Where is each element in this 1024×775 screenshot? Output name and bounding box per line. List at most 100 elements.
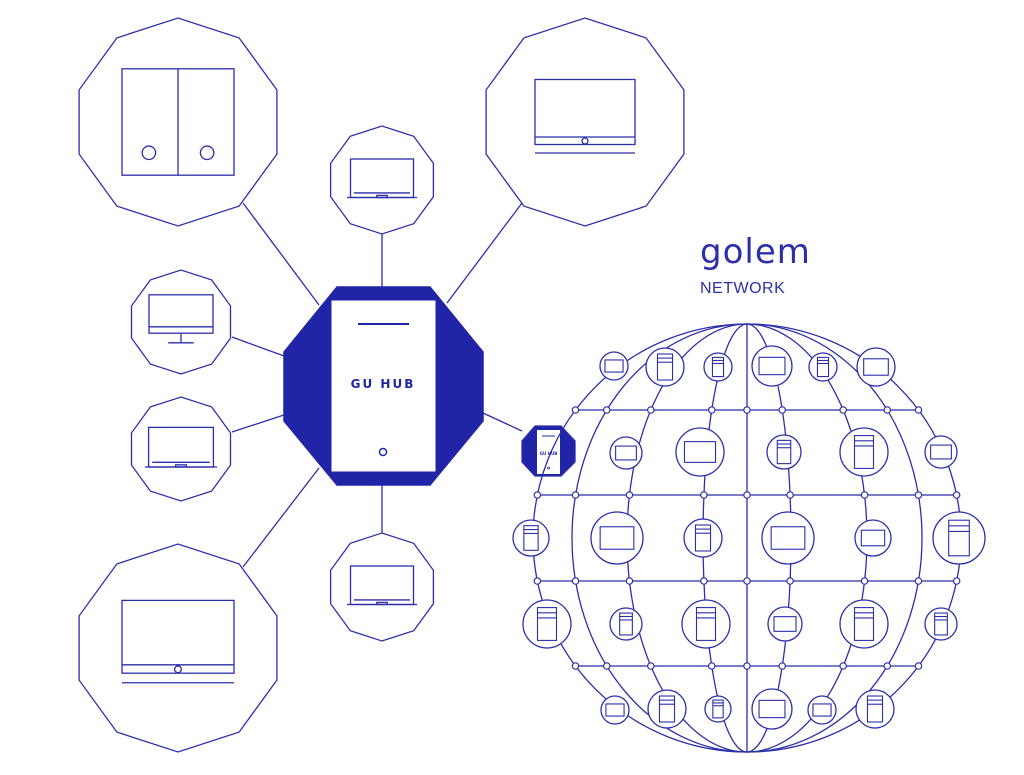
screen-icon: [604, 359, 624, 373]
globe-junction: [700, 577, 708, 585]
monitor-icon: [148, 294, 214, 334]
globe-node-circle: [932, 511, 986, 565]
globe-junction: [571, 662, 580, 670]
globe-node: [590, 511, 644, 565]
screen-icon: [863, 358, 889, 376]
globe-node-circle: [807, 695, 837, 725]
globe-node-circle: [839, 427, 889, 477]
globe-junction: [533, 491, 542, 499]
globe-node: [808, 352, 838, 382]
screen-icon: [605, 703, 625, 717]
device-node: [78, 543, 278, 753]
hub-connection-line: [231, 336, 285, 357]
globe-junction: [571, 406, 580, 414]
mini-hub: GU HUB: [521, 425, 576, 477]
globe-node-circle: [703, 352, 733, 382]
globe-node: [854, 519, 892, 557]
device-decagon: [130, 269, 232, 375]
globe-junction: [625, 577, 634, 585]
connection-lines: [231, 202, 523, 568]
globe-node-circle: [599, 351, 629, 381]
tower-pc-icon: [934, 612, 948, 636]
server-rack-knob: [141, 145, 157, 161]
globe-junction: [860, 577, 869, 585]
tower-pc-icon: [523, 525, 539, 551]
globe-junction: [860, 491, 869, 499]
globe-node-circle: [855, 689, 895, 729]
globe-node: [839, 599, 889, 649]
screen-icon: [683, 441, 717, 463]
globe-node: [647, 689, 687, 729]
globe-junction: [743, 662, 751, 670]
globe-node: [703, 352, 733, 382]
globe-junction: [743, 577, 751, 585]
globe-junction: [700, 491, 708, 499]
hub-tablet: [331, 300, 436, 472]
globe-node-circle: [681, 599, 731, 649]
screen-icon: [773, 616, 797, 632]
globe-node: [609, 607, 643, 641]
laptop-notch: [376, 194, 388, 199]
globe-node: [751, 345, 793, 387]
globe-junction: [778, 406, 787, 414]
device-decagon: [329, 125, 435, 235]
screen-icon: [930, 444, 952, 460]
globe-node: [609, 436, 643, 470]
tower-pc-icon: [948, 519, 970, 557]
laptop-notch: [376, 601, 388, 606]
globe-node: [599, 351, 629, 381]
hub-connection-line: [446, 202, 523, 304]
globe-junction: [743, 491, 751, 499]
hub-connection-line: [242, 467, 320, 568]
laptop-notch: [174, 464, 188, 468]
screen-icon: [615, 445, 637, 461]
globe-junction: [914, 662, 923, 670]
device-node: [329, 532, 435, 642]
mini-hub-tablet: [537, 430, 560, 474]
tower-pc-icon: [619, 612, 633, 636]
globe-node: [839, 427, 889, 477]
globe-junction: [743, 406, 751, 414]
globe-node: [522, 599, 572, 649]
globe-node: [512, 519, 550, 557]
desktop-monitor-logo: [173, 665, 183, 674]
desktop-monitor-logo: [581, 137, 589, 145]
mini-hub-connection-line: [482, 412, 523, 432]
tower-pc-icon: [658, 695, 676, 723]
tower-pc-icon: [866, 695, 884, 723]
tower-pc-icon: [853, 435, 875, 469]
globe-node-circle: [839, 599, 889, 649]
globe-junction: [625, 491, 634, 499]
globe-node-circle: [645, 347, 685, 387]
tower-pc-icon: [816, 356, 830, 378]
globe-node-circle: [856, 347, 896, 387]
globe-node-circle: [522, 599, 572, 649]
globe-node-circle: [924, 607, 958, 641]
peripheral-devices: [78, 17, 685, 753]
golem-network-label: NETWORK: [700, 280, 786, 297]
tower-pc-icon: [711, 356, 725, 378]
globe-node: [807, 695, 837, 725]
globe-node-circle: [600, 695, 630, 725]
globe-node: [924, 607, 958, 641]
globe-node: [761, 511, 815, 565]
screen-icon: [860, 529, 886, 547]
globe-node-circle: [766, 434, 802, 470]
hub-label: GU HUB: [351, 377, 416, 391]
globe-node-circle: [609, 607, 643, 641]
device-decagon: [78, 543, 278, 753]
globe-junction: [839, 662, 847, 670]
device-node: [130, 396, 232, 502]
globe-node-circle: [609, 436, 643, 470]
globe-node: [924, 435, 958, 469]
globe-node: [855, 689, 895, 729]
screen-icon: [758, 356, 786, 376]
globe-junction: [786, 577, 794, 585]
tower-pc-icon: [712, 699, 724, 719]
device-node: [78, 17, 278, 227]
globe-junction: [914, 406, 923, 414]
globe-node: [675, 427, 725, 477]
globe-junction: [707, 662, 716, 670]
globe-node-circle: [854, 519, 892, 557]
